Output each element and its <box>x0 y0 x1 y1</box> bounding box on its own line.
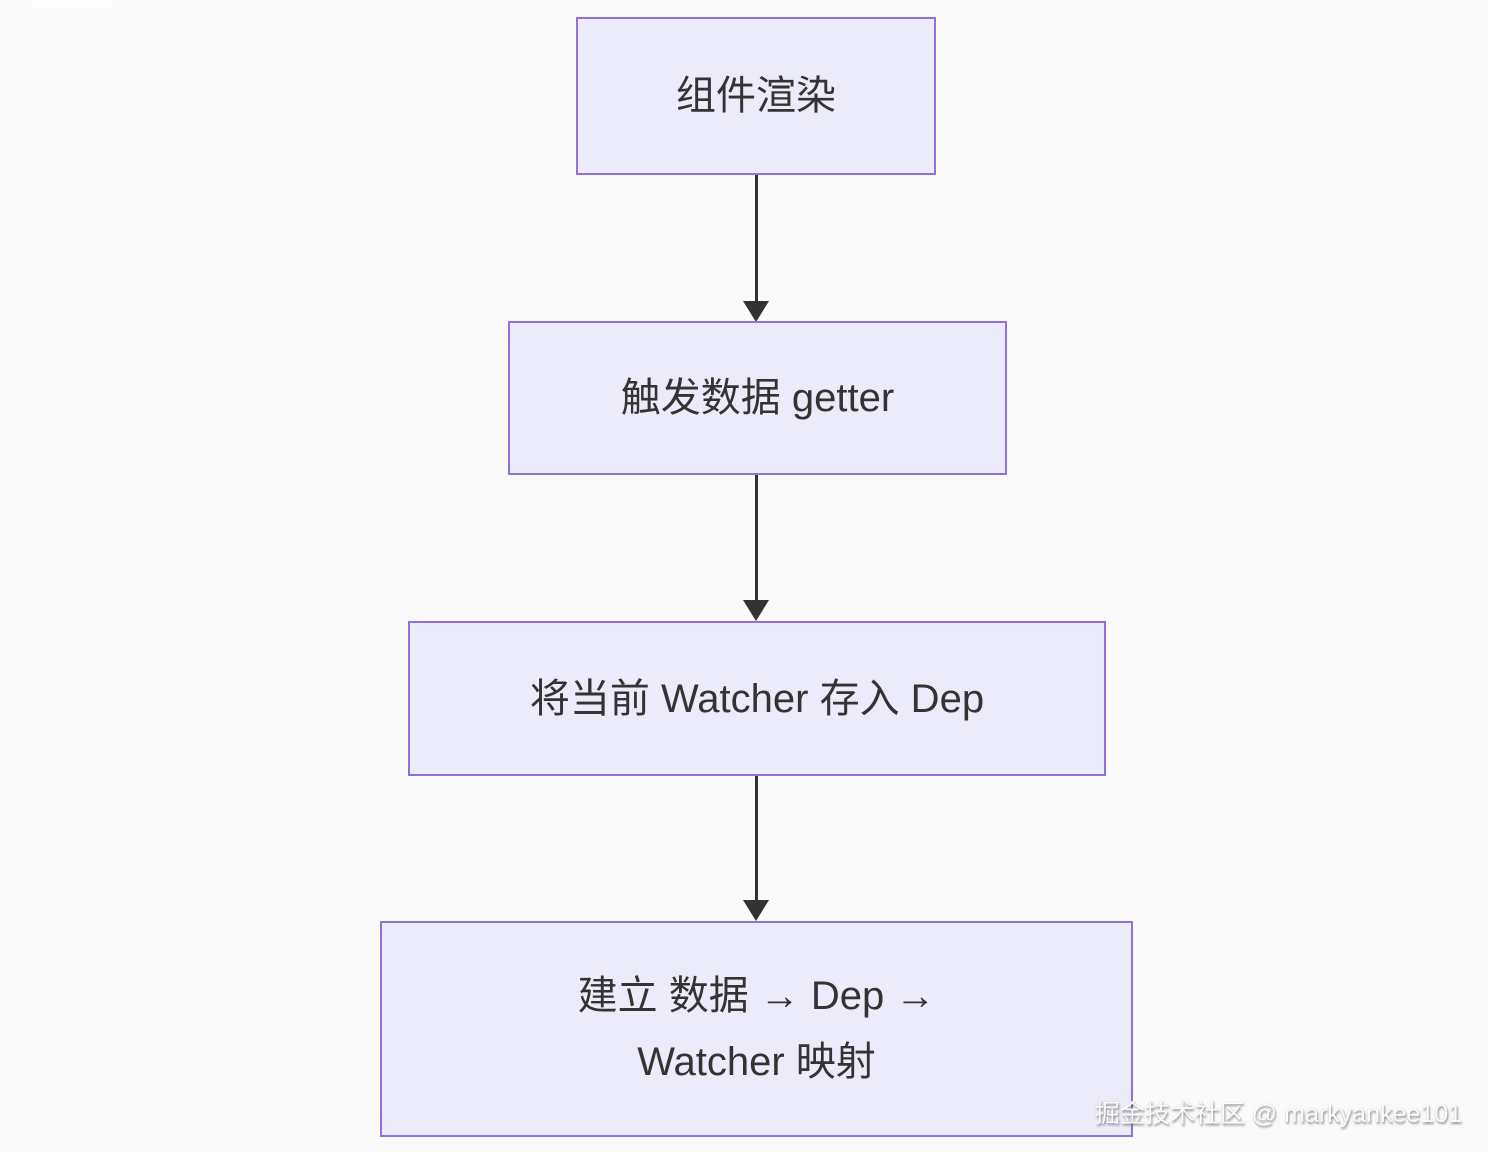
flow-node-label-line-2: Watcher 映射 <box>637 1040 876 1084</box>
edge-line-2 <box>755 475 758 602</box>
watermark: 掘金技术社区 @ markyankee101 <box>1094 1100 1462 1128</box>
flow-node-build-mapping: 建立 数据 → Dep → Watcher 映射 <box>380 921 1133 1137</box>
edge-line-1 <box>755 175 758 303</box>
flow-node-label: 组件渲染 <box>676 74 836 118</box>
arrowhead-down-icon <box>743 600 769 621</box>
arrowhead-down-icon <box>743 301 769 322</box>
top-left-artifact-strip <box>31 0 113 9</box>
flow-node-label-line-1: 建立 数据 → Dep → <box>577 974 936 1018</box>
flow-node-label: 触发数据 getter <box>620 376 895 420</box>
flow-node-store-watcher-in-dep: 将当前 Watcher 存入 Dep <box>408 621 1106 776</box>
edge-line-3 <box>755 776 758 902</box>
flow-node-label: 将当前 Watcher 存入 Dep <box>529 676 985 721</box>
flow-node-component-render: 组件渲染 <box>576 17 936 175</box>
flow-node-trigger-getter: 触发数据 getter <box>508 321 1007 475</box>
arrowhead-down-icon <box>743 900 769 921</box>
